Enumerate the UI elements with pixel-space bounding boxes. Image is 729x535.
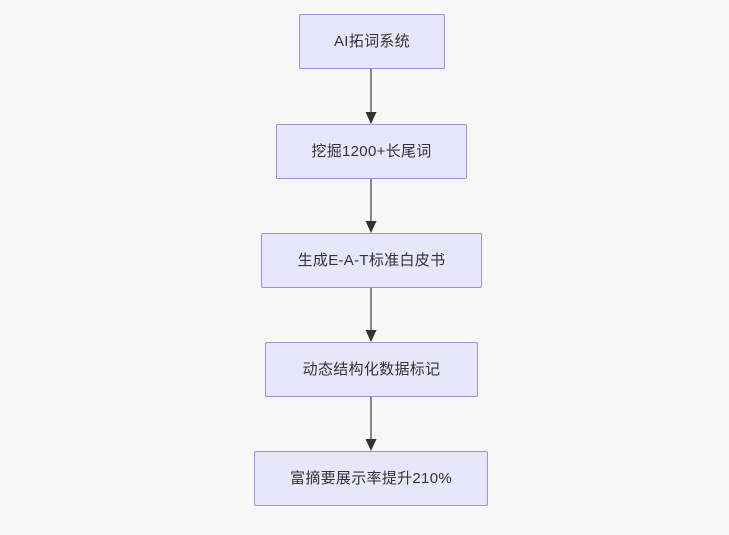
flowchart-node-label: 挖掘1200+长尾词 [311,142,432,160]
flowchart-node-dynamic-structured-data-markup[interactable]: 动态结构化数据标记 [265,342,478,397]
flowchart-node-mine-longtail-keywords[interactable]: 挖掘1200+长尾词 [276,124,467,179]
flowchart-node-label: AI拓词系统 [334,32,410,50]
edge-node4-node5 [361,397,381,451]
edge-node3-node4 [361,288,381,342]
flowchart-node-label: 动态结构化数据标记 [302,360,441,378]
flowchart-node-label: 富摘要展示率提升210% [290,469,452,487]
flowchart-node-rich-snippet-impression-lift[interactable]: 富摘要展示率提升210% [254,451,488,506]
edge-node1-node2 [361,69,381,124]
flowchart-node-label: 生成E-A-T标准白皮书 [297,251,446,269]
flowchart-node-generate-eat-whitepaper[interactable]: 生成E-A-T标准白皮书 [261,233,482,288]
flowchart-node-ai-keyword-system[interactable]: AI拓词系统 [299,14,445,69]
edge-node2-node3 [361,179,381,233]
